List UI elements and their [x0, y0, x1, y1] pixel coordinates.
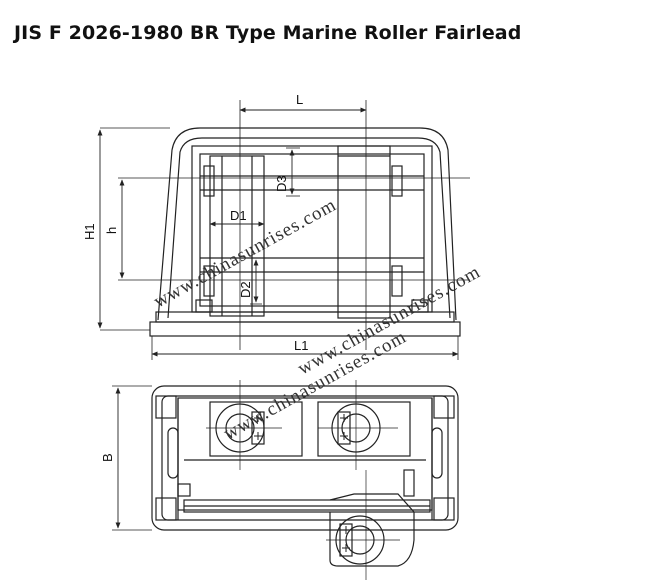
base-plate — [149, 321, 461, 337]
left-vertical-roller — [209, 155, 265, 317]
housing-outline — [157, 127, 457, 321]
dim-B-label: B — [100, 453, 115, 462]
dim-D3-label: D3 — [274, 175, 289, 192]
dimension-lines — [97, 107, 459, 357]
inner-frame — [191, 145, 433, 313]
front-view — [149, 127, 461, 337]
watermark-3: www.chinasunrises.com — [220, 326, 410, 444]
page-title: JIS F 2026-1980 BR Type Marine Roller Fa… — [14, 22, 522, 44]
plus-marks — [254, 414, 350, 552]
top-outer-outline — [151, 385, 459, 531]
dim-D2-label: D2 — [238, 281, 253, 298]
dim-D1-label: D1 — [230, 208, 247, 223]
dim-H1-label: H1 — [82, 223, 97, 240]
right-roller-housing — [317, 401, 411, 457]
top-view — [151, 385, 459, 567]
bracket-lug — [329, 512, 415, 567]
dim-L1-label: L1 — [294, 338, 308, 353]
top-center-lines — [112, 380, 400, 580]
dim-h-label: h — [104, 227, 119, 234]
dim-L-label: L — [296, 92, 303, 107]
left-roller-housing — [209, 401, 303, 457]
housing-inner-outline — [167, 137, 451, 319]
right-vertical-roller — [337, 145, 391, 319]
watermark-2: www.chinasunrises.com — [294, 261, 484, 379]
